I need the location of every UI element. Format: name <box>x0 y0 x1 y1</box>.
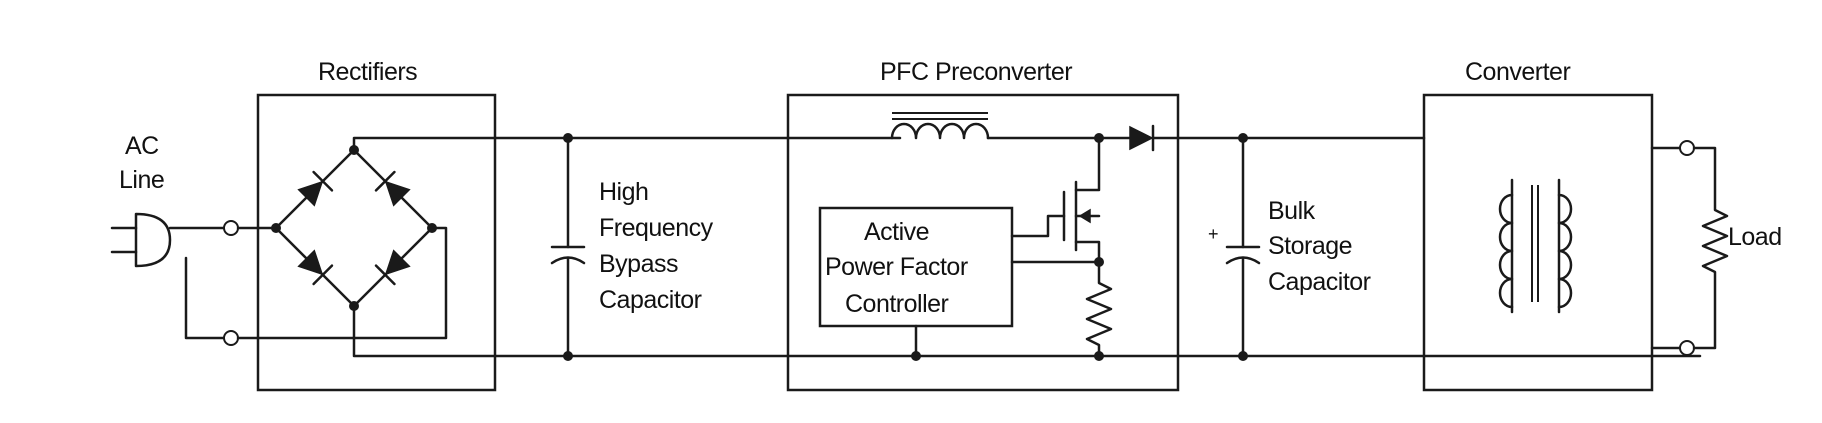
controller-label-3: Controller <box>845 290 949 318</box>
pfc-inductor <box>890 112 990 140</box>
load-resistor <box>1692 146 1729 350</box>
output-terminal-top <box>1679 140 1695 156</box>
bulk-capacitor-label-1: Bulk <box>1268 197 1316 225</box>
diode-icon <box>374 249 411 286</box>
ac-line-label-1: AC <box>125 132 159 160</box>
hf-capacitor-label-3: Bypass <box>599 250 678 278</box>
ac-line-label-2: Line <box>119 166 164 194</box>
pfc-preconverter-label: PFC Preconverter <box>880 58 1072 86</box>
ac-terminal-bottom <box>223 330 239 346</box>
sense-resistor <box>1085 260 1113 361</box>
load-label: Load <box>1728 223 1782 251</box>
rectifiers-box <box>256 93 497 392</box>
dc-rail-bottom <box>352 304 1702 358</box>
pfc-preconverter-box <box>786 93 1180 392</box>
ac-wire-bottom <box>184 256 226 340</box>
diode-icon <box>374 170 411 207</box>
converter-box <box>1422 93 1654 392</box>
converter-label: Converter <box>1465 58 1570 86</box>
controller-ground-node <box>911 351 921 361</box>
ac-terminal-top <box>223 220 239 236</box>
diode-icon <box>297 170 334 207</box>
diode-icon <box>297 249 334 286</box>
bulk-storage-capacitor <box>1225 133 1261 361</box>
bulk-capacitor-polarity: + <box>1208 224 1218 244</box>
hf-capacitor-label-1: High <box>599 178 648 206</box>
dc-rail-top <box>352 136 902 152</box>
mosfet-switch <box>1010 133 1104 267</box>
hf-bypass-capacitor <box>550 133 586 361</box>
hf-capacitor-label-4: Capacitor <box>599 286 702 314</box>
hf-capacitor-label-2: Frequency <box>599 214 714 242</box>
rect-input-bottom <box>236 226 448 340</box>
output-terminal-bottom <box>1679 340 1695 356</box>
bulk-capacitor-label-3: Capacitor <box>1268 268 1371 296</box>
ac-plug-icon <box>110 212 172 268</box>
transformer-icon <box>1498 178 1573 314</box>
bulk-capacitor-label-2: Storage <box>1268 232 1352 260</box>
bridge-rectifier <box>271 145 437 311</box>
boost-diode-icon <box>1129 124 1155 152</box>
controller-label-1: Active <box>864 218 929 246</box>
rectifiers-label: Rectifiers <box>318 58 417 86</box>
controller-label-2: Power Factor <box>825 253 968 281</box>
